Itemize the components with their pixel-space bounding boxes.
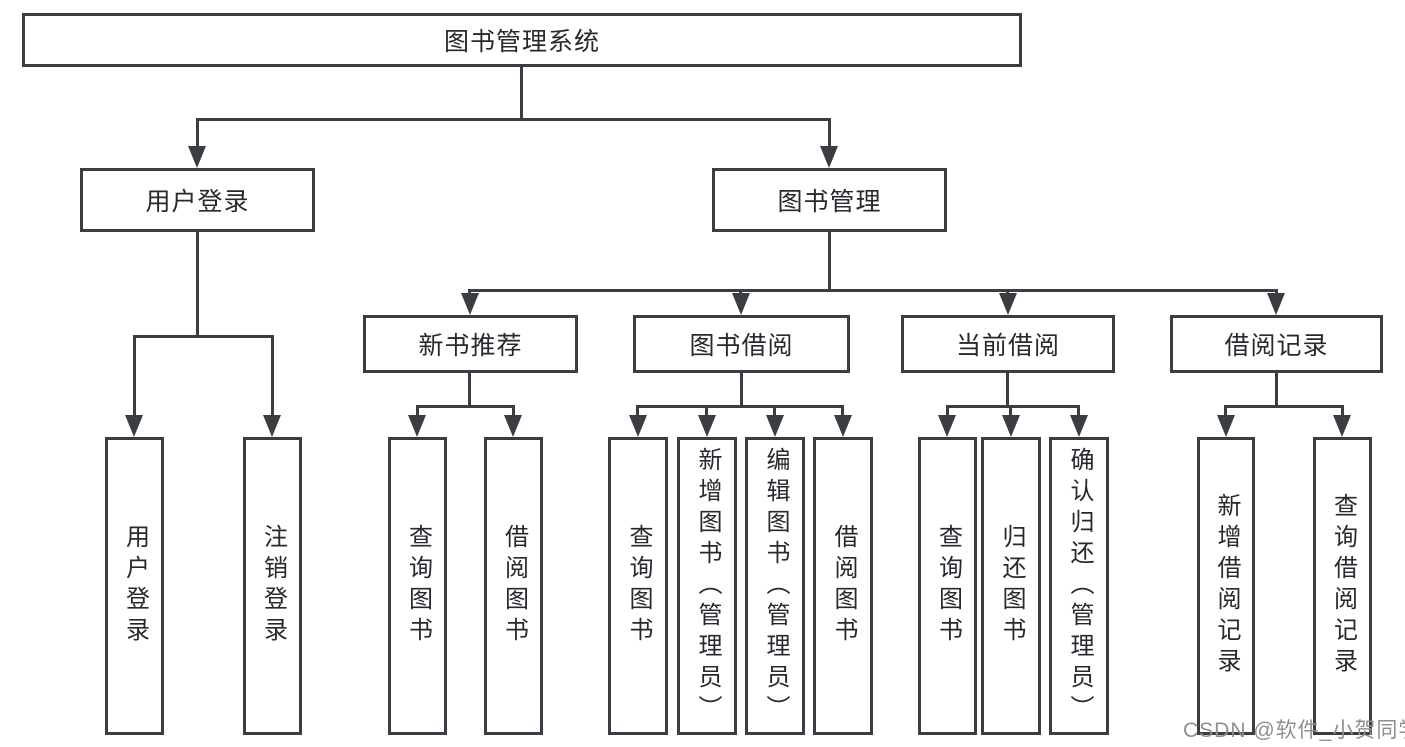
node-book-management: 图书管理 [712,168,947,232]
node-root-library-system: 图书管理系统 [22,13,1022,67]
node-borrow-records: 借阅记录 [1170,315,1383,373]
connector-stub-book-mgmt [828,118,831,150]
csdn-watermark: CSDN @软件_小贺同学 [1183,719,1405,742]
connector-stub-leaf [416,405,419,420]
leaf-borrow-books-label: 借阅图书 [830,524,857,648]
node-user-login: 用户登录 [80,168,315,232]
arrowhead-down-icon [698,415,716,437]
arrowhead-down-icon [834,415,852,437]
node-book-borrow: 图书借阅 [633,315,850,373]
leaf-return-books-label: 归还图书 [998,524,1025,648]
arrowhead-down-icon [1217,415,1235,437]
leaf-confirm-return-admin: 确认归还（管理员） [1049,437,1109,735]
connector-current-vline [1006,373,1009,406]
leaf-user-login-label: 用户登录 [121,524,149,648]
connector-book-mgmt-hline [468,289,1278,292]
connector-user-login-hline [133,335,274,338]
connector-new-books-vline [468,373,471,406]
leaf-query-books-label: 查询图书 [404,524,432,648]
connector-borrow-vline [740,373,743,406]
connector-root-vline [520,67,523,118]
leaf-add-books-admin: 新增图书（管理员） [677,437,737,735]
leaf-query-books-newbooks: 查询图书 [388,437,447,735]
connector-stub-leaf [773,405,776,420]
node-borrow-records-label: 借阅记录 [1224,332,1329,360]
connector-stub-leaf [1009,405,1012,420]
connector-current-hline [946,405,1080,408]
arrowhead-down-icon [1002,415,1020,437]
leaf-add-borrow-record-label: 新增借阅记录 [1213,493,1240,679]
connector-records-vline [1275,373,1278,406]
leaf-confirm-return-admin-label: 确认归还（管理员） [1066,446,1093,726]
connector-stub-leaf [512,405,515,420]
arrowhead-down-icon [820,146,838,168]
leaf-add-books-admin-label: 新增图书（管理员） [694,446,721,726]
leaf-borrow-books-newbooks: 借阅图书 [484,437,543,735]
node-book-management-label: 图书管理 [777,188,882,216]
node-new-book-recommend: 新书推荐 [363,315,578,373]
leaf-borrow-books: 借阅图书 [813,437,873,735]
arrowhead-down-icon [1333,415,1351,437]
leaf-user-login: 用户登录 [105,437,164,735]
connector-borrow-hline [637,405,844,408]
connector-stub-leaf [133,335,136,420]
arrowhead-down-icon [408,415,426,437]
arrowhead-down-icon [461,293,479,315]
connector-root-hline [196,118,831,121]
node-user-login-label: 用户登录 [145,188,250,216]
leaf-query-borrow-record: 查询借阅记录 [1313,437,1372,735]
leaf-return-books: 归还图书 [981,437,1041,735]
connector-stub-user-login [196,118,199,150]
connector-stub-leaf [636,405,639,420]
leaf-add-borrow-record: 新增借阅记录 [1197,437,1255,735]
arrowhead-down-icon [999,293,1017,315]
connector-stub-leaf [946,405,949,420]
leaf-logout-label: 注销登录 [259,524,287,648]
leaf-query-borrow-record-label: 查询借阅记录 [1329,493,1357,679]
leaf-query-books-borrow: 查询图书 [608,437,668,735]
leaf-edit-books-admin-label: 编辑图书（管理员） [762,446,789,726]
leaf-logout: 注销登录 [243,437,302,735]
leaf-query-books-current: 查询图书 [918,437,977,735]
node-root-label: 图书管理系统 [443,28,600,56]
arrowhead-down-icon [938,415,956,437]
arrowhead-down-icon [732,293,750,315]
node-new-book-recommend-label: 新书推荐 [418,332,523,360]
connector-user-login-vline [196,232,199,336]
connector-new-books-hline [416,405,515,408]
node-current-borrow: 当前借阅 [901,315,1115,373]
arrowhead-down-icon [766,415,784,437]
arrowhead-down-icon [629,415,647,437]
connector-stub-leaf [705,405,708,420]
connector-stub-leaf [1224,405,1227,420]
arrowhead-down-icon [1267,293,1285,315]
connector-stub-leaf [271,335,274,420]
arrowhead-down-icon [504,415,522,437]
arrowhead-down-icon [263,415,281,437]
node-book-borrow-label: 图书借阅 [689,332,794,360]
connector-stub-leaf [841,405,844,420]
connector-records-hline [1224,405,1344,408]
leaf-borrow-books-label: 借阅图书 [500,524,528,648]
leaf-query-books-label: 查询图书 [934,524,962,648]
arrowhead-down-icon [125,415,143,437]
connector-book-mgmt-vline [828,232,831,290]
node-current-borrow-label: 当前借阅 [955,332,1060,360]
arrowhead-down-icon [188,146,206,168]
connector-stub-leaf [1341,405,1344,420]
connector-stub-leaf [1077,405,1080,420]
leaf-edit-books-admin: 编辑图书（管理员） [745,437,805,735]
leaf-query-books-label: 查询图书 [625,524,652,648]
arrowhead-down-icon [1070,415,1088,437]
